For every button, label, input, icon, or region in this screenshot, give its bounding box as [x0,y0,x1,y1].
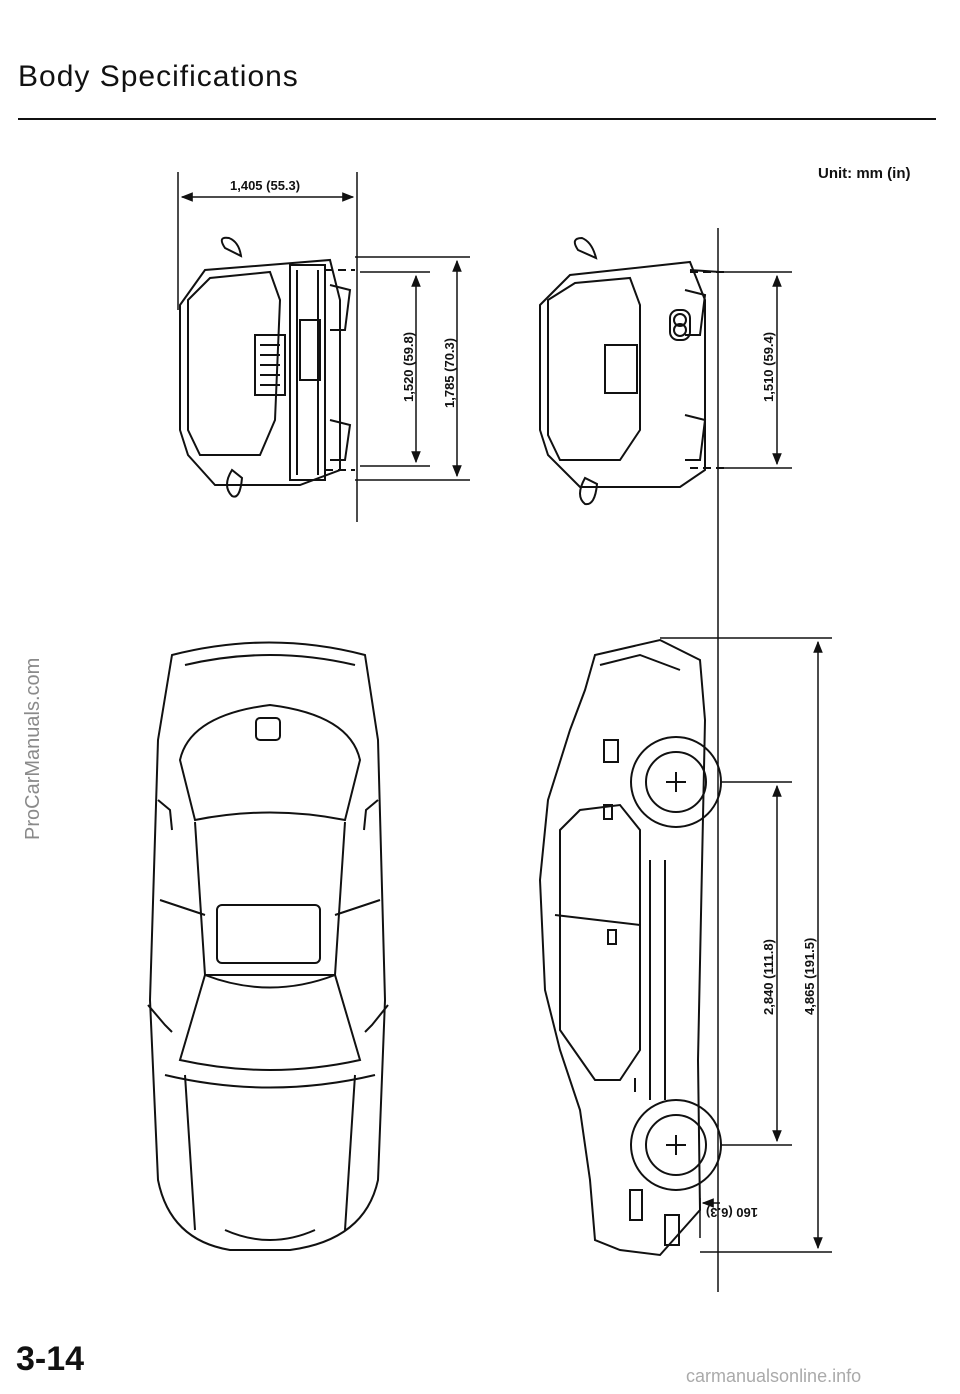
footer-watermark: carmanualsonline.info [686,1366,862,1386]
top-view-illustration [147,641,389,1251]
overall-width-label: 1,785 (70.3) [442,338,457,408]
front-track-label: 1,405 (55.3) [230,178,300,193]
side-view-dimensions [660,637,832,1253]
front-view-dimensions [177,172,470,522]
ground-clearance-label: 160 (6.3) [706,1205,758,1220]
rear-view-dimensions [717,228,792,1292]
page-number: 3-14 [16,1340,85,1378]
front-height-label: 1,520 (59.8) [401,332,416,402]
rear-height-label: 1,510 (59.4) [761,332,776,402]
side-view-illustration [538,638,722,1257]
wheelbase-label: 2,840 (111.8) [761,939,776,1015]
title-divider [18,118,936,120]
page-title: Body Specifications [18,60,299,93]
front-view-illustration [179,236,355,498]
rear-view-illustration [539,236,725,506]
overall-length-label: 4,865 (191.5) [802,938,817,1015]
unit-label: Unit: mm (in) [818,165,911,182]
